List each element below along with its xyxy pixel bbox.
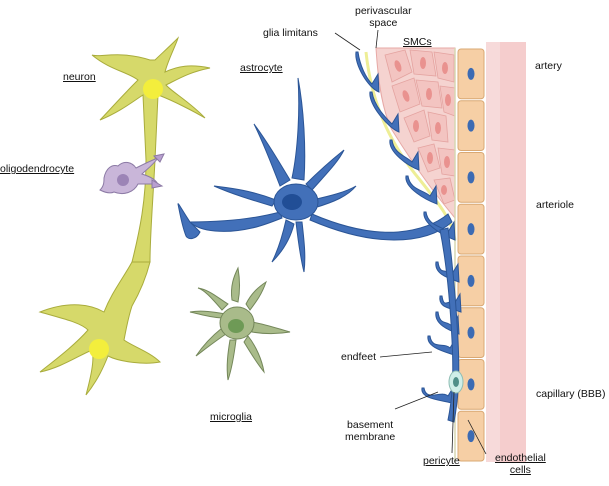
leader-lines bbox=[334, 29, 487, 455]
label-perivascular-space: perivascular space bbox=[355, 5, 412, 29]
label-artery: artery bbox=[535, 60, 562, 72]
neuron-illustration bbox=[38, 36, 211, 396]
label-endfeet: endfeet bbox=[341, 351, 377, 363]
oligodendrocyte-nucleus bbox=[117, 174, 129, 186]
astrocyte-endfoot bbox=[405, 175, 438, 205]
pericyte-illustration bbox=[448, 370, 464, 394]
endothelial-nucleus bbox=[467, 119, 475, 132]
smc-nuclei bbox=[394, 57, 451, 195]
endothelial-nucleus bbox=[467, 274, 475, 287]
microglia-nucleus bbox=[228, 319, 244, 333]
label-glia-limitans: glia limitans bbox=[263, 27, 318, 39]
microglia-illustration bbox=[189, 266, 291, 381]
label-arteriole: arteriole bbox=[536, 199, 574, 211]
endothelial-nucleus bbox=[467, 171, 475, 184]
label-oligodendrocyte: oligodendrocyte bbox=[0, 163, 75, 175]
endothelial-nucleus bbox=[467, 326, 475, 339]
vessel-lumen-shade bbox=[500, 42, 526, 462]
label-endothelial-cells: endothelial cells bbox=[495, 452, 546, 476]
label-neuron: neuron bbox=[63, 71, 96, 83]
astrocyte-nucleus bbox=[282, 194, 302, 210]
oligodendrocyte-illustration bbox=[99, 153, 165, 195]
label-pericyte: pericyte bbox=[423, 455, 460, 467]
label-capillary: capillary (BBB) bbox=[536, 388, 606, 400]
label-basement-membrane: basement membrane bbox=[345, 419, 396, 443]
label-smcs: SMCs bbox=[403, 36, 432, 48]
endothelial-cells bbox=[457, 48, 485, 462]
astrocyte-endfoot bbox=[355, 51, 380, 93]
endothelial-nucleus bbox=[467, 430, 475, 443]
neuron-nucleus-lower bbox=[89, 339, 109, 359]
astrocyte-endfoot bbox=[369, 91, 400, 133]
label-microglia: microglia bbox=[210, 411, 253, 423]
astrocyte-endfoot bbox=[389, 139, 420, 171]
label-astrocyte: astrocyte bbox=[240, 62, 283, 74]
endothelial-nucleus bbox=[467, 67, 475, 80]
neuron-nucleus-upper bbox=[143, 79, 163, 99]
astrocyte-illustration bbox=[177, 77, 453, 273]
endothelial-nucleus bbox=[467, 378, 475, 391]
endothelial-nucleus bbox=[467, 223, 475, 236]
